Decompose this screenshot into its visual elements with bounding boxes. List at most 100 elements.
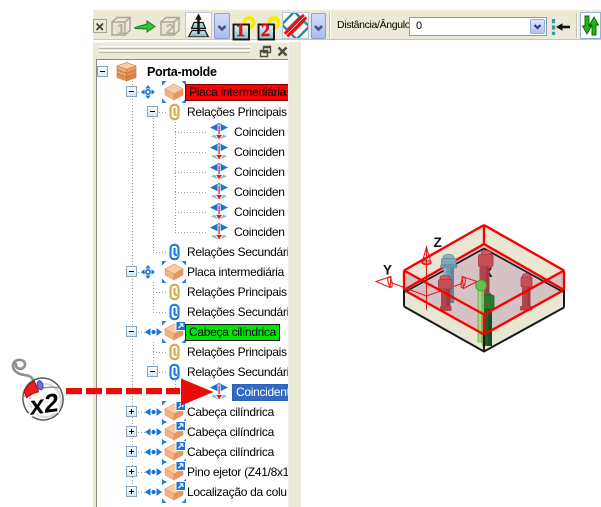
tree-connector-stub (175, 232, 207, 233)
coincident-mate-icon[interactable] (209, 203, 229, 222)
panel-grip[interactable] (99, 46, 250, 49)
red-cube-number: 2 (261, 20, 270, 40)
tree-item-label[interactable]: Coinciden (234, 145, 285, 159)
tree-row: Relações Principais (97, 282, 288, 302)
tree-item-label[interactable]: Relações Secundári (187, 245, 288, 259)
component-icon-external-ref[interactable] (162, 481, 186, 503)
flip-direction-button[interactable] (550, 18, 573, 41)
coincident-mate-icon[interactable] (209, 123, 229, 142)
tree-item-label[interactable]: Cabeça cilíndrica (187, 405, 274, 419)
green-arrow-icon (134, 20, 156, 33)
tree-expand-button[interactable] (126, 466, 137, 477)
tree-item-label[interactable]: Cabeça cilíndrica (187, 425, 274, 439)
tree-row: Relações Principais (97, 102, 288, 122)
tree-expand-button[interactable] (126, 406, 137, 417)
tree-connector-stub (175, 212, 207, 213)
float-state-icon[interactable] (141, 265, 155, 279)
mouse-wheel (36, 380, 44, 391)
tree-item-label[interactable]: Cabeça cilíndrica (185, 324, 280, 341)
view-1-button[interactable]: 1 (232, 15, 256, 46)
tree-item-label[interactable]: Placa intermediária (187, 265, 285, 279)
pin-red-left[interactable] (438, 274, 453, 311)
tree-item-label[interactable]: Coinciden (234, 165, 285, 179)
coincident-mate-icon[interactable] (209, 143, 229, 162)
tree-item-label[interactable]: Relações Secundári (187, 365, 288, 379)
diagonal-hatch-icon (280, 10, 311, 41)
viewport-3d[interactable]: X (330, 210, 601, 405)
float-state-icon[interactable] (141, 85, 155, 99)
tree-expand-button[interactable] (126, 426, 137, 437)
restore-icon[interactable] (259, 45, 272, 58)
component-icon-external-ref[interactable] (162, 461, 186, 483)
tree-collapse-button[interactable] (97, 66, 108, 77)
tree-item-label[interactable]: Relações Principais (187, 105, 287, 119)
relations-primary-icon[interactable] (168, 283, 181, 301)
tree-item-label[interactable]: Pino ejetor (Z41/8x1) (187, 465, 288, 479)
tree-item-label[interactable]: Coincident (232, 384, 288, 401)
section-hatch-button[interactable] (280, 10, 311, 41)
component-icon-external-ref[interactable] (162, 441, 186, 463)
tree-item-label[interactable]: Coinciden (234, 185, 285, 199)
tree-item-label[interactable]: Coinciden (234, 125, 285, 139)
coincident-mate-icon[interactable] (209, 223, 229, 242)
black-box-outline (403, 290, 565, 353)
tree-connector-line (175, 122, 176, 232)
tree-collapse-button[interactable] (126, 326, 137, 337)
component-icon[interactable] (162, 81, 186, 103)
tree-item-label[interactable]: Relações Secundári (187, 305, 288, 319)
tree-connector-stub (175, 132, 207, 133)
tree-row: Cabeça cilíndrica (97, 442, 288, 462)
tree-item-label[interactable]: Relações Principais (187, 285, 287, 299)
flip-direction-icon (551, 19, 570, 35)
relations-secondary-icon[interactable] (168, 243, 181, 261)
tree-item-label[interactable]: Porta-molde (147, 65, 217, 79)
mate-planes-button[interactable] (185, 12, 212, 38)
tree-collapse-button[interactable] (126, 86, 137, 97)
mate-options-button[interactable] (214, 13, 230, 39)
axis-label-y: Y (383, 263, 392, 278)
tree-connector-stub (175, 172, 207, 173)
tree-item-label[interactable]: Placa intermediária (185, 84, 288, 101)
tree-item-label[interactable]: Relações Principais (187, 345, 287, 359)
assembly-icon[interactable] (113, 62, 140, 82)
coincident-mate-icon[interactable] (209, 163, 229, 182)
fixed-state-icon[interactable] (145, 327, 162, 337)
tree-item-label[interactable]: Localização da colu (187, 485, 287, 499)
pin-bright-green[interactable] (475, 279, 487, 343)
combo-dropdown-button[interactable] (530, 19, 545, 34)
tree-item-label[interactable]: Coinciden (234, 225, 285, 239)
swap-up-down-button[interactable] (580, 12, 601, 39)
cube-red-2-icon: 2 (257, 15, 281, 41)
tree-expand-button[interactable] (126, 446, 137, 457)
tree-connector-stub (132, 432, 145, 433)
panel-splitter[interactable] (288, 42, 301, 507)
relations-primary-icon[interactable] (168, 103, 181, 121)
toolbar-close-button[interactable] (93, 19, 107, 33)
fixed-state-icon[interactable] (145, 447, 162, 457)
close-icon[interactable] (276, 45, 289, 58)
tree-item-label[interactable]: Coinciden (234, 205, 285, 219)
coincident-mate-icon[interactable] (209, 183, 229, 202)
view-2-button[interactable]: 2 (257, 15, 281, 46)
step-cube-2-button[interactable]: 2 (159, 16, 182, 42)
panel-grip[interactable] (99, 50, 250, 53)
tree-expand-button[interactable] (126, 486, 137, 497)
tree-collapse-button[interactable] (147, 366, 158, 377)
component-icon-external-ref[interactable] (162, 321, 186, 343)
fixed-state-icon[interactable] (145, 487, 162, 497)
pointer-arrow (66, 378, 214, 406)
tree-item-label[interactable]: Cabeça cilíndrica (187, 445, 274, 459)
step-cube-1-button[interactable]: 1 (110, 16, 133, 42)
component-icon[interactable] (162, 261, 186, 283)
distance-angle-input[interactable]: 0 (409, 17, 547, 36)
transfer-arrow-button[interactable] (134, 19, 156, 39)
tree-panel-header (93, 42, 301, 59)
relations-secondary-icon[interactable] (168, 303, 181, 321)
tree-connector-stub (132, 452, 145, 453)
fixed-state-icon[interactable] (145, 467, 162, 477)
hatch-options-button[interactable] (311, 13, 326, 39)
tree-collapse-button[interactable] (126, 266, 137, 277)
tree-connector-stub (175, 192, 207, 193)
tree-collapse-button[interactable] (147, 106, 158, 117)
